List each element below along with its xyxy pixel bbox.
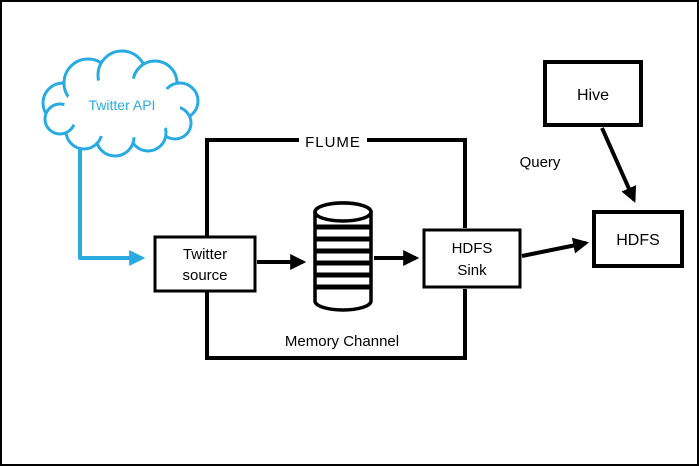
cylinder-top xyxy=(313,201,373,223)
hdfs-box xyxy=(592,210,684,268)
cloud-interior xyxy=(64,78,180,138)
hive-to-hdfs-arrow xyxy=(600,127,637,203)
memory-channel-label: Memory Channel xyxy=(285,333,399,350)
flume-boundary-bottom xyxy=(205,289,467,360)
flume-label-background xyxy=(299,130,367,151)
sink-to-hdfs-arrow xyxy=(521,237,590,258)
twitter-api-cloud: Twitter API xyxy=(41,49,200,158)
flume-label: FLUME xyxy=(305,134,361,151)
twitter-source-box xyxy=(153,235,257,293)
hdfs-label: HDFS xyxy=(616,232,660,249)
twitter-source-label-line2: source xyxy=(182,267,227,284)
memory-channel-cylinder xyxy=(313,201,373,312)
query-label: Query xyxy=(520,154,561,171)
twitter-api-to-source-arrow xyxy=(78,148,146,266)
twitter-source-label-line1: Twitter xyxy=(183,246,227,263)
hive-label: Hive xyxy=(577,87,609,104)
hdfs-sink-label-line2: Sink xyxy=(457,262,487,279)
twitter-api-label: Twitter API xyxy=(89,97,156,113)
hdfs-sink-label-line1: HDFS xyxy=(452,240,493,257)
hdfs-sink-box xyxy=(422,228,522,289)
hive-box xyxy=(543,60,643,127)
